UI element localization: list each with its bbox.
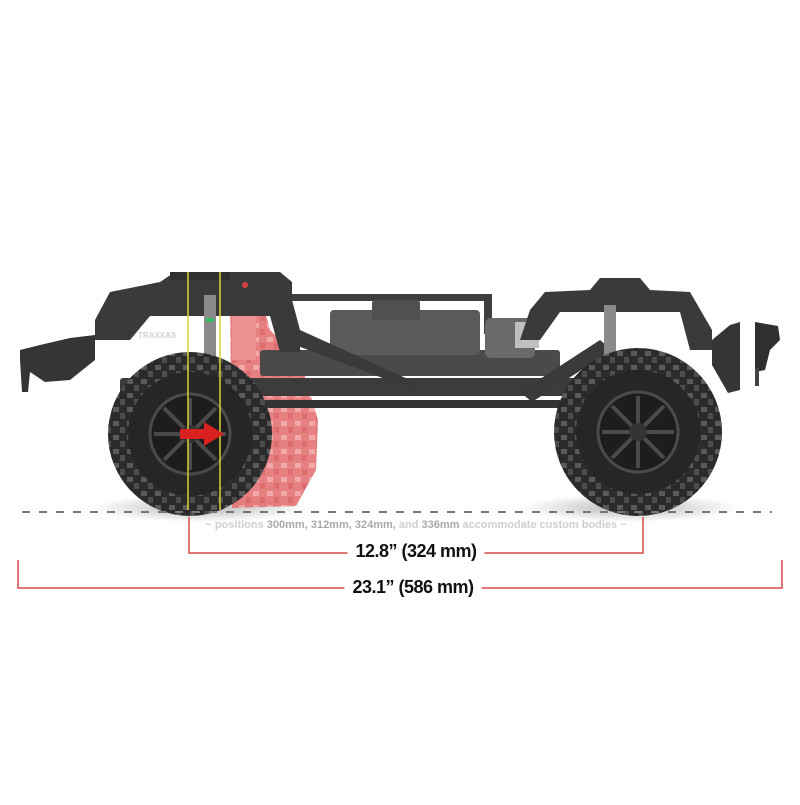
front-fender: [520, 278, 712, 350]
traxxas-badge: TRAXXAS: [138, 331, 177, 340]
battery-tray: [330, 310, 480, 355]
wheelbase-bracket: [188, 517, 644, 554]
caption-value-324: 324mm,: [354, 519, 396, 531]
caption-value-312: 312mm,: [310, 519, 352, 531]
caption-value-300: 300mm,: [266, 519, 308, 531]
front-shock: [604, 305, 616, 365]
front-wheel: [554, 348, 722, 516]
caption-value-336: 336mm: [421, 519, 460, 531]
rear-fender: TRAXXAS: [95, 272, 300, 352]
chassis-frame: [120, 294, 700, 408]
front-bumper: [712, 322, 780, 393]
caption-prefix: ~ positions: [205, 519, 267, 531]
rear-bumper: [20, 335, 95, 392]
red-indicator: [242, 282, 248, 288]
rear-shock: [204, 295, 216, 360]
wheelbase-label: 12.8” (324 mm): [347, 541, 485, 562]
caption-and: and: [398, 519, 419, 531]
body-positions-caption: ~ positions 300mm, 312mm, 324mm, and 336…: [189, 519, 643, 531]
overall-length-label: 23.1” (586 mm): [344, 577, 482, 598]
overall-length-bracket: [17, 560, 783, 589]
caption-suffix: accommodate custom bodies ~: [459, 519, 627, 531]
roll-bar: [290, 294, 490, 301]
shift-arrow-icon: [180, 422, 224, 446]
